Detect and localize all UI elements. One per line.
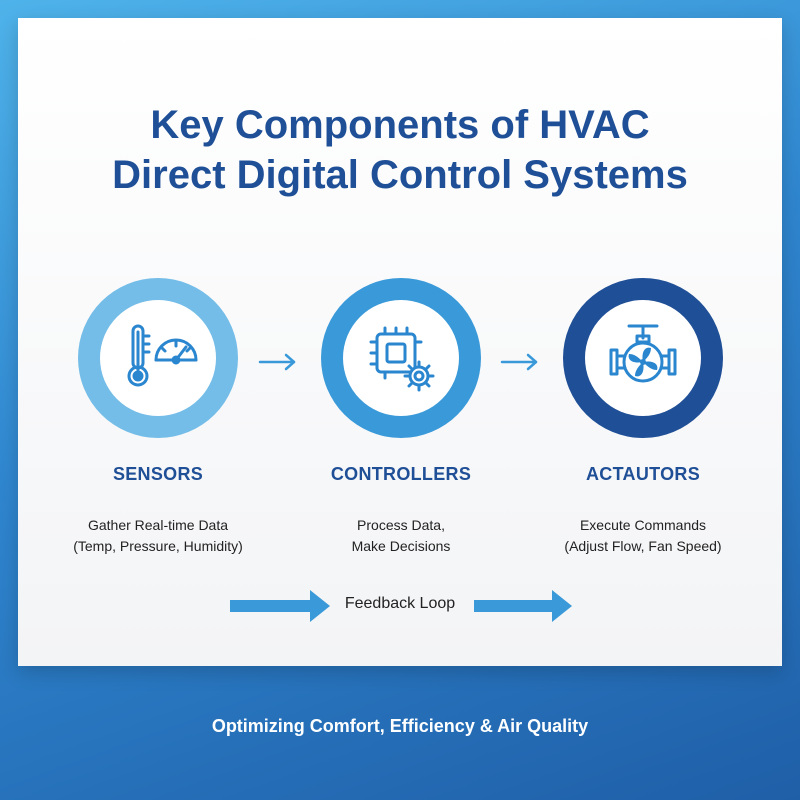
controllers-ring [321,278,481,438]
chip-gear-icon [369,326,435,392]
diagram-card: Key Components of HVAC Direct Digital Co… [18,18,782,666]
actuators-desc-line-1: Execute Commands [579,517,707,533]
controllers-description: Process Data, Make Decisions [281,515,521,557]
footer-tagline: Optimizing Comfort, Efficiency & Air Qua… [211,716,589,736]
title-line-2: Direct Digital Control Systems [112,153,688,197]
sensors-ring [78,278,238,438]
component-actuators: ACTAUTORS Execute Commands (Adjust Flow,… [523,278,763,557]
component-sensors: SENSORS Gather Real-time Data (Temp, Pre… [38,278,278,557]
title-line-1: Key Components of HVAC [150,103,650,147]
sensors-desc-line-1: Gather Real-time Data [87,517,229,533]
thermometer-gauge-icon [127,324,198,387]
arrow-right-icon [258,353,296,371]
actuators-label: ACTAUTORS [585,464,701,484]
valve-fan-icon [609,324,677,383]
sensors-label: SENSORS [112,464,204,484]
sensors-description: Gather Real-time Data (Temp, Pressure, H… [38,515,278,557]
component-controllers: CONTROLLERS Process Data, Make Decisions [281,278,521,557]
controllers-label: CONTROLLERS [330,464,472,484]
arrow-right-icon [500,353,538,371]
feedback-loop-arrows [230,590,572,622]
actuators-description: Execute Commands (Adjust Flow, Fan Speed… [523,515,763,557]
feedback-loop-label: Feedback Loop [344,595,456,612]
controllers-desc-line-1: Process Data, [357,517,445,533]
feedback-arrow-left [230,590,330,622]
actuators-ring [563,278,723,438]
controllers-desc-line-2: Make Decisions [351,538,451,554]
sensors-desc-line-2: (Temp, Pressure, Humidity) [73,538,243,554]
feedback-arrow-right [474,590,572,622]
actuators-desc-line-2: (Adjust Flow, Fan Speed) [564,538,722,554]
page-title: Key Components of HVAC Direct Digital Co… [18,100,782,200]
